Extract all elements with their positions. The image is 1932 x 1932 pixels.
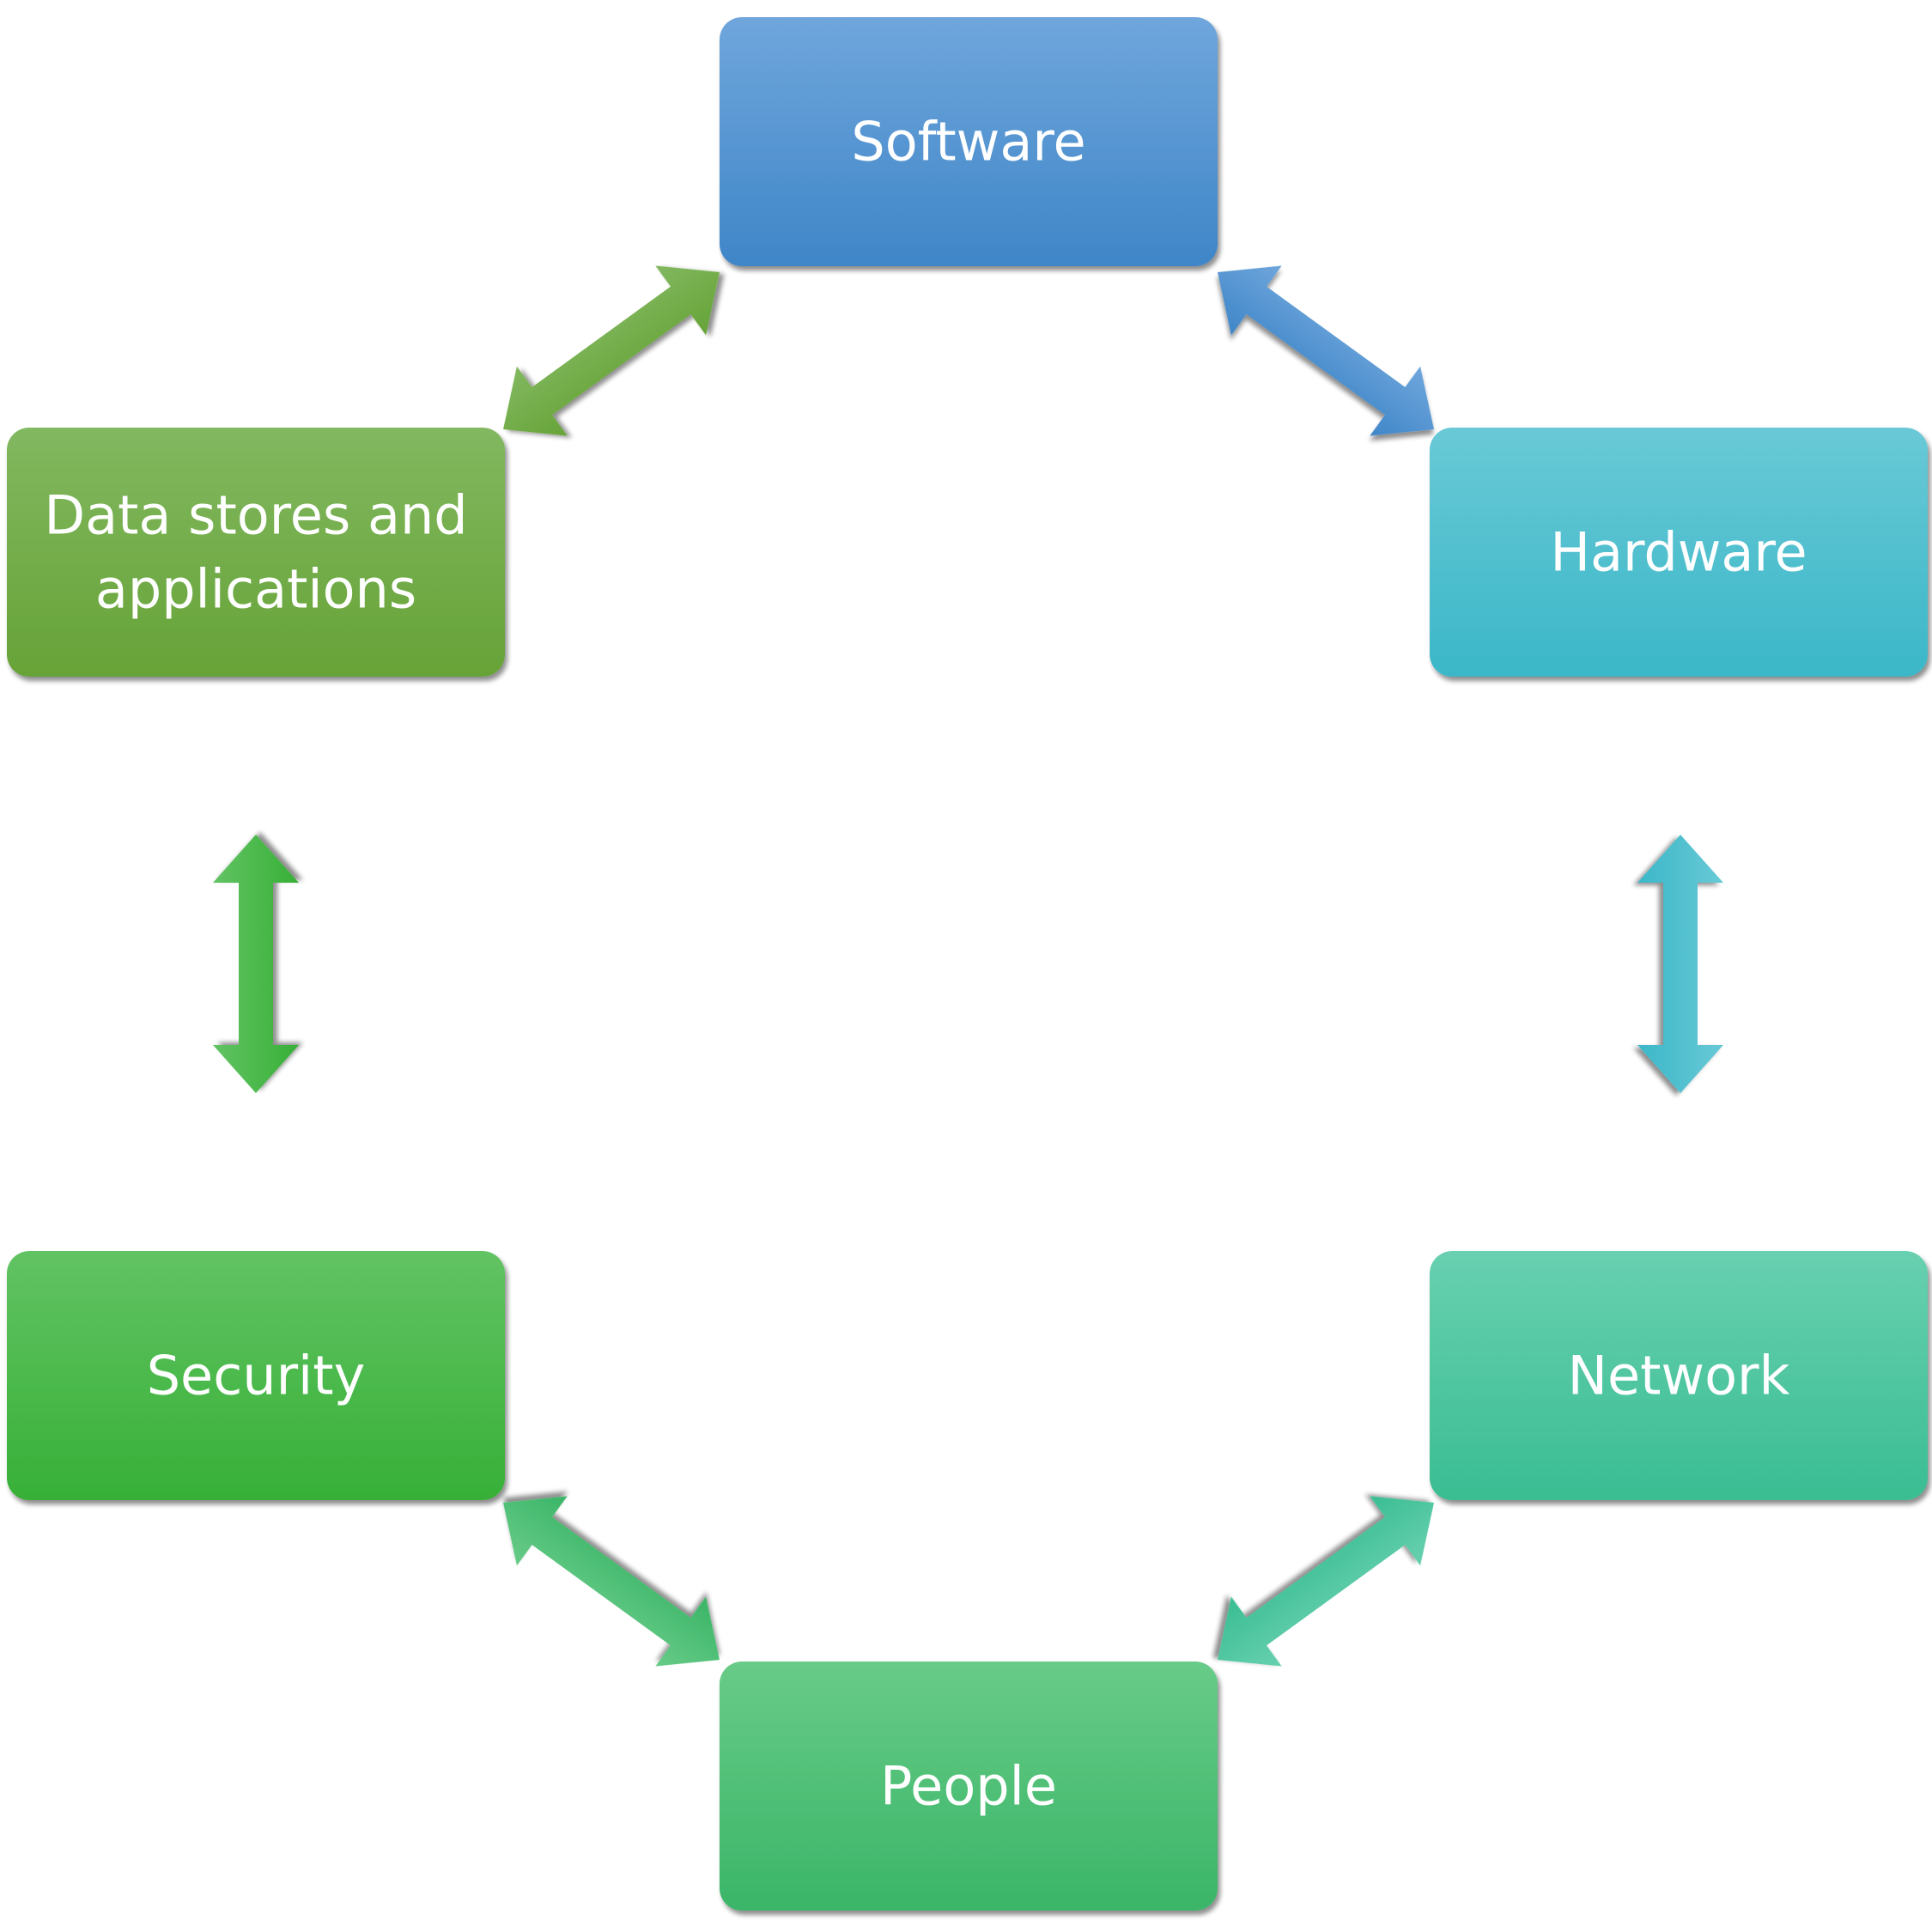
node-box-data-stores bbox=[7, 428, 505, 677]
node-box-network bbox=[1430, 1251, 1928, 1500]
node-label-people: People bbox=[880, 1755, 1057, 1818]
arrow-data-stores-software bbox=[503, 265, 720, 436]
node-label-data-stores: applications bbox=[95, 558, 416, 621]
node-data-stores: Data stores and applications bbox=[7, 428, 505, 677]
connections bbox=[213, 265, 1723, 1667]
node-label-software: Software bbox=[851, 111, 1085, 173]
node-security: Security bbox=[7, 1251, 505, 1500]
node-label-network: Network bbox=[1568, 1345, 1790, 1407]
node-box-people bbox=[720, 1662, 1218, 1911]
node-people: People bbox=[720, 1662, 1218, 1911]
node-network: Network bbox=[1430, 1251, 1928, 1500]
arrow-people-security bbox=[503, 1496, 720, 1667]
node-box-security bbox=[7, 1251, 505, 1500]
node-label-hardware: Hardware bbox=[1550, 521, 1807, 584]
node-box-hardware bbox=[1430, 428, 1928, 677]
node-label-data-stores: Data stores and bbox=[44, 484, 467, 547]
node-software: Software bbox=[720, 17, 1218, 266]
arrow-security-data-stores bbox=[213, 835, 299, 1093]
arrow-network-people bbox=[1218, 1496, 1434, 1667]
node-label-security: Security bbox=[147, 1345, 366, 1407]
arrow-software-hardware bbox=[1218, 265, 1434, 436]
node-hardware: Hardware bbox=[1430, 428, 1928, 677]
arrow-hardware-network bbox=[1637, 835, 1723, 1093]
node-box-software bbox=[720, 17, 1218, 266]
